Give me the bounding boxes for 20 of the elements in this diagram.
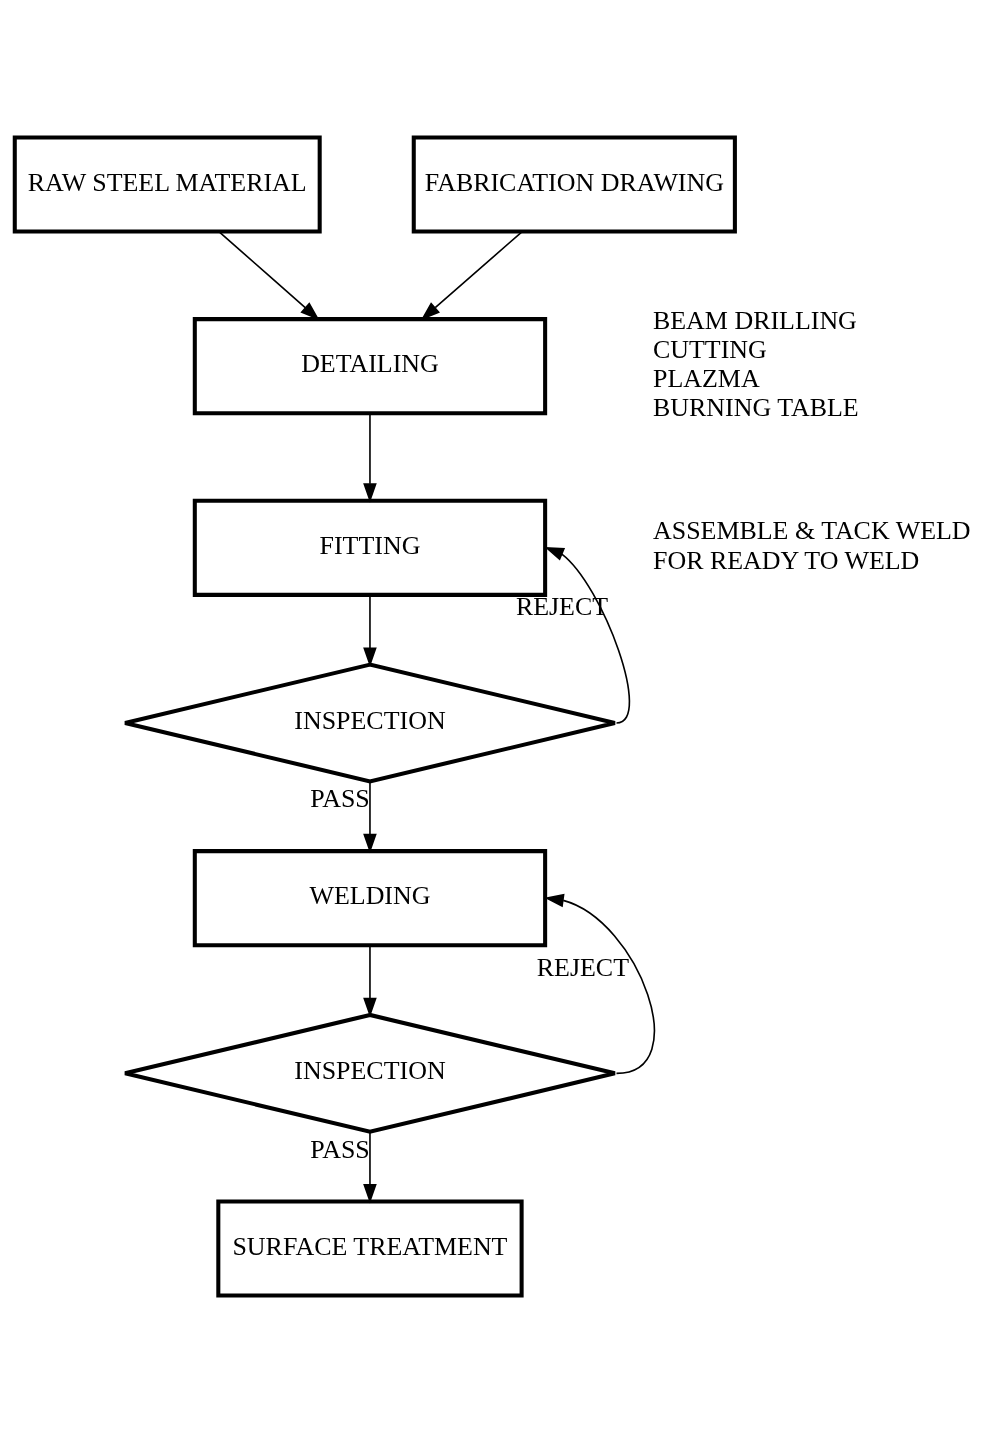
node-label: ASSEMBLE & TACK WELD FOR READY TO WELD — [652, 516, 971, 575]
edge-label: PASS — [310, 1134, 370, 1164]
node-label: PLAZMA — [652, 363, 760, 393]
node-label: BEAM DRILLING — [652, 305, 857, 335]
node-label: CUTTING — [652, 334, 767, 364]
node-box: DETAILING — [192, 317, 548, 416]
node-box: SURFACE TREATMENT — [216, 1199, 524, 1298]
node-diamond: INSPECTION — [123, 662, 617, 784]
node-box: WELDING — [192, 849, 548, 948]
arrow — [363, 1130, 377, 1204]
edge-label: REJECT — [536, 953, 629, 983]
arrow — [363, 594, 377, 667]
node-label: BURNING TABLE — [652, 393, 859, 423]
node-box: FABRICATION DRAWING — [411, 135, 737, 234]
edge-label: PASS — [310, 784, 370, 814]
node-diamond: INSPECTION — [123, 1012, 617, 1134]
node-box: RAW STEEL MATERIAL — [12, 135, 322, 234]
node-box: FITTING — [192, 498, 548, 597]
arrow — [363, 412, 377, 503]
arrow — [544, 893, 656, 1075]
